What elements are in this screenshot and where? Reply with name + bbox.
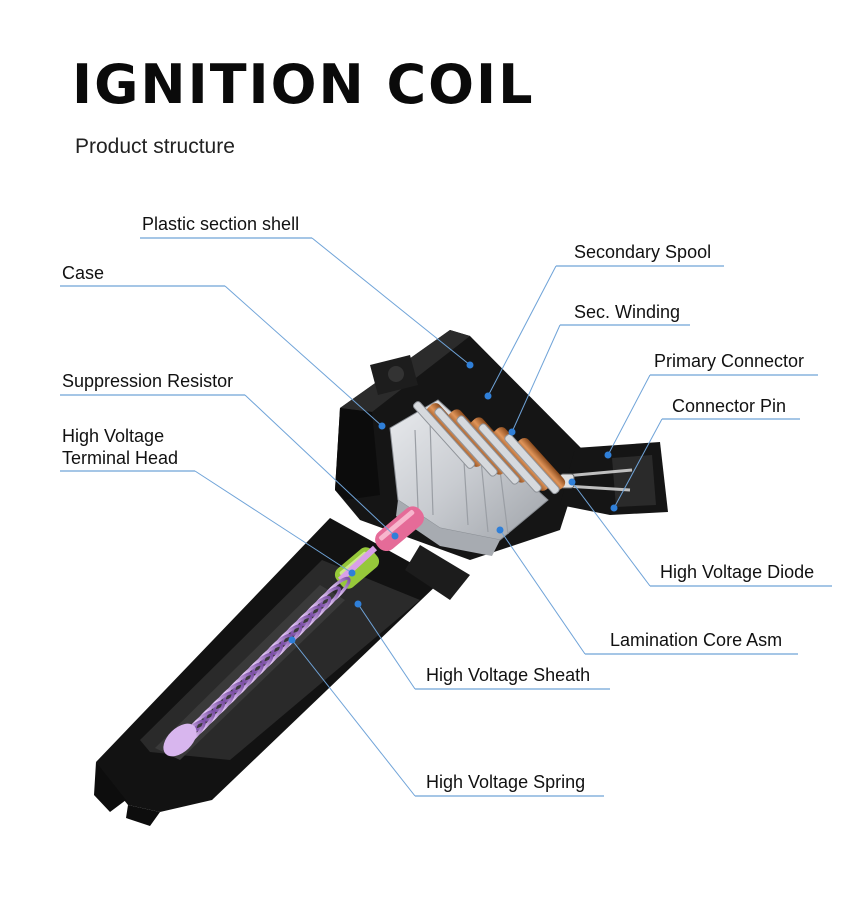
label-text: Plastic section shell bbox=[142, 214, 299, 234]
label-text: High Voltage Spring bbox=[426, 772, 585, 792]
label-text: High Voltage Sheath bbox=[426, 665, 590, 685]
label-text-line1: High Voltage bbox=[62, 426, 164, 446]
label-text: High Voltage Diode bbox=[660, 562, 814, 582]
label-text: Connector Pin bbox=[672, 396, 786, 416]
label-text-line2: Terminal Head bbox=[62, 448, 178, 468]
primary-connector-face bbox=[612, 455, 656, 507]
label-hv-diode: High Voltage Diode bbox=[568, 478, 832, 587]
coil-illustration bbox=[94, 330, 668, 826]
barrel-tip bbox=[94, 762, 160, 826]
label-suppression-resistor: Suppression Resistor bbox=[60, 371, 399, 540]
mount-hole bbox=[388, 366, 404, 382]
lamination-core-front bbox=[396, 500, 500, 556]
suppression-resistor bbox=[375, 506, 424, 552]
connector-pin-1 bbox=[564, 468, 633, 478]
spring-end-cap bbox=[163, 723, 197, 757]
label-text: Sec. Winding bbox=[574, 302, 680, 322]
label-connector-pin: Connector Pin bbox=[610, 396, 800, 512]
label-case: Case bbox=[60, 263, 386, 430]
label-hv-terminal-head: High Voltage Terminal Head bbox=[60, 426, 356, 577]
label-hv-sheath: High Voltage Sheath bbox=[354, 600, 610, 690]
barrel-rib bbox=[405, 545, 470, 600]
label-lamination-core: Lamination Core Asm bbox=[496, 526, 798, 655]
label-plastic-section-shell: Plastic section shell bbox=[140, 214, 474, 369]
label-sec-winding: Sec. Winding bbox=[508, 302, 690, 436]
label-text: Secondary Spool bbox=[574, 242, 711, 262]
label-text: Primary Connector bbox=[654, 351, 804, 371]
label-primary-connector: Primary Connector bbox=[604, 351, 818, 459]
label-hv-spring: High Voltage Spring bbox=[288, 636, 604, 797]
label-secondary-spool: Secondary Spool bbox=[484, 242, 724, 400]
page-title: IGNITION COIL bbox=[72, 53, 535, 116]
housing-flange bbox=[335, 408, 380, 500]
hv-rod bbox=[337, 545, 378, 583]
secondary-spool-flanges bbox=[412, 401, 560, 495]
label-text: Suppression Resistor bbox=[62, 371, 233, 391]
label-text: Lamination Core Asm bbox=[610, 630, 782, 650]
label-text: Case bbox=[62, 263, 104, 283]
page-subtitle: Product structure bbox=[75, 135, 235, 158]
